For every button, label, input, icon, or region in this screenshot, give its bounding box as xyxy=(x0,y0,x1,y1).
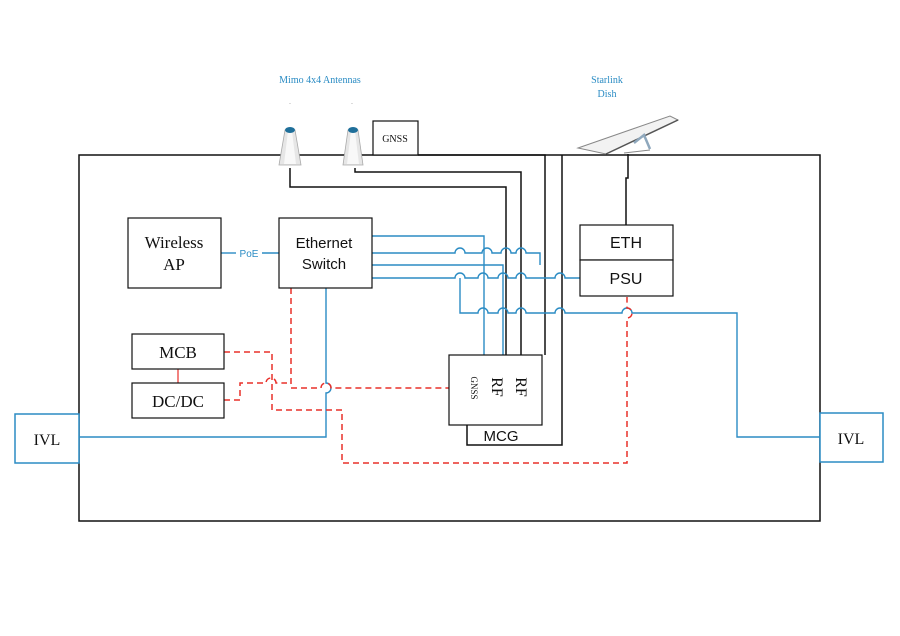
antenna-cables xyxy=(289,154,563,446)
power-cables xyxy=(224,288,633,464)
ethernet-switch-label-1: Ethernet xyxy=(296,235,354,252)
gnss-antenna-box xyxy=(372,120,419,156)
mcg-rf-label-1: RF xyxy=(512,377,529,397)
mcg-gnss-label: GNSS xyxy=(469,376,479,399)
psu-box xyxy=(579,259,674,297)
dcdc-label: DC/DC xyxy=(152,392,204,411)
antenna-2-icon xyxy=(342,127,364,166)
mcb-box xyxy=(131,333,225,370)
starlink-cable xyxy=(625,154,629,225)
ivl-right-box xyxy=(819,412,884,463)
eth-box xyxy=(579,224,674,261)
ethernet-switch-box xyxy=(278,217,373,289)
antennas-label: Mimo 4x4 Antennas xyxy=(279,75,361,86)
wireless-ap-label-2: AP xyxy=(163,255,185,274)
mcg-rf-label-2: RF xyxy=(488,377,505,397)
mcb-label: MCB xyxy=(159,343,197,362)
ivl-right-label: IVL xyxy=(838,431,865,448)
gnss-antenna-label: GNSS xyxy=(382,134,408,145)
antenna-dot-2: . xyxy=(351,97,353,106)
wireless-ap-box xyxy=(127,217,222,289)
dcdc-box xyxy=(131,382,225,419)
wireless-ap-label-1: Wireless xyxy=(145,233,204,252)
starlink-label-1: Starlink xyxy=(591,75,623,86)
starlink-label-2: Dish xyxy=(598,89,617,100)
ethernet-switch-label-2: Switch xyxy=(302,256,346,273)
mcg-box xyxy=(448,354,543,426)
poe-label: PoE xyxy=(240,249,259,260)
ivl-left-box xyxy=(14,413,80,464)
antenna-dot-1: . xyxy=(289,97,291,106)
eth-label: ETH xyxy=(610,235,642,252)
ethernet-cables xyxy=(79,235,820,438)
starlink-dish-icon xyxy=(576,115,680,155)
antenna-1-icon xyxy=(278,127,302,166)
mcg-label: MCG xyxy=(484,428,519,445)
ivl-left-label: IVL xyxy=(34,432,61,449)
psu-label: PSU xyxy=(610,271,643,288)
